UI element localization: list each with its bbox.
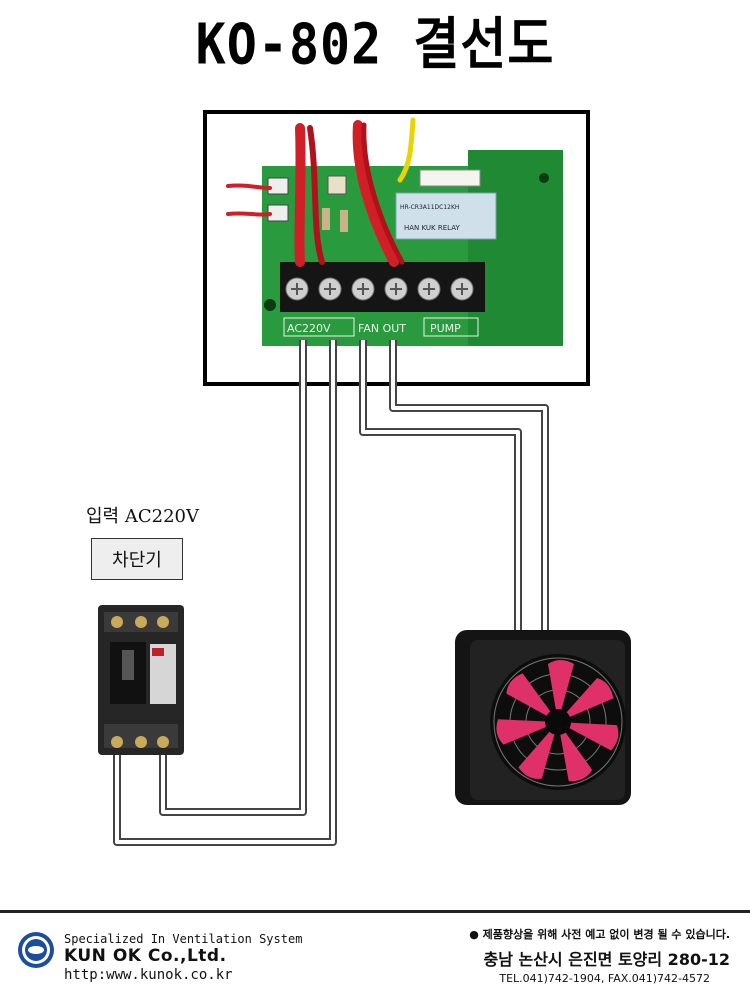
circuit-breaker xyxy=(98,605,184,755)
fan-blade xyxy=(518,722,558,779)
wiring-diagram: CN1 HR-CR3A11DC12KH HAN KUK RELAY AC220V… xyxy=(98,110,631,846)
breaker-lever xyxy=(122,650,134,680)
fan-out-label: FAN OUT xyxy=(358,322,406,335)
fan-blade xyxy=(558,722,619,751)
cn1-label: CN1 xyxy=(422,161,435,168)
breaker-screw xyxy=(157,616,169,628)
connector-cn1 xyxy=(419,169,481,187)
company-name: KUN OK Co.,Ltd. xyxy=(64,946,227,966)
relay xyxy=(395,192,497,240)
ventilation-fan xyxy=(455,630,631,805)
ic1-chip xyxy=(327,175,347,195)
fan-blade xyxy=(506,673,558,722)
fan-blade xyxy=(496,719,558,745)
breaker-name-box: 차단기 xyxy=(91,538,183,580)
controller-board: CN1 HR-CR3A11DC12KH HAN KUK RELAY AC220V… xyxy=(262,150,563,346)
company-website: http:www.kunok.co.kr xyxy=(64,967,233,983)
supply-wires xyxy=(226,117,416,267)
change-notice: ● 제품향상을 위해 사전 예고 없이 변경 될 수 있습니다. xyxy=(469,928,730,941)
terminal-screws xyxy=(285,277,474,301)
fan-blade xyxy=(558,678,614,722)
page-title: KO-802 결선도 xyxy=(195,12,555,77)
relay-label: HAN KUK RELAY xyxy=(404,224,460,232)
relay-model-label: HR-CR3A11DC12KH xyxy=(400,204,459,211)
breaker-screw xyxy=(135,616,147,628)
fan-hub xyxy=(545,709,571,735)
fan-blade xyxy=(558,722,593,782)
breaker-screw xyxy=(111,616,123,628)
company-tagline: Specialized In Ventilation System xyxy=(64,932,303,946)
fan-blades xyxy=(496,660,619,782)
wiring-paths xyxy=(113,340,549,846)
footer-divider xyxy=(0,910,750,913)
breaker-name-label: 차단기 xyxy=(112,550,162,571)
company-logo-icon xyxy=(18,932,54,968)
pump-label: PUMP xyxy=(430,322,461,335)
breaker-input-label: 입력 AC220V xyxy=(86,506,199,527)
company-address: 충남 논산시 은진면 토양리 280-12 xyxy=(483,950,730,969)
mounting-hole xyxy=(264,299,276,311)
company-contact: TEL.041)742-1904, FAX.041)742-4572 xyxy=(499,972,710,985)
fan-blade xyxy=(548,660,574,722)
ac220v-label: AC220V xyxy=(287,322,331,335)
